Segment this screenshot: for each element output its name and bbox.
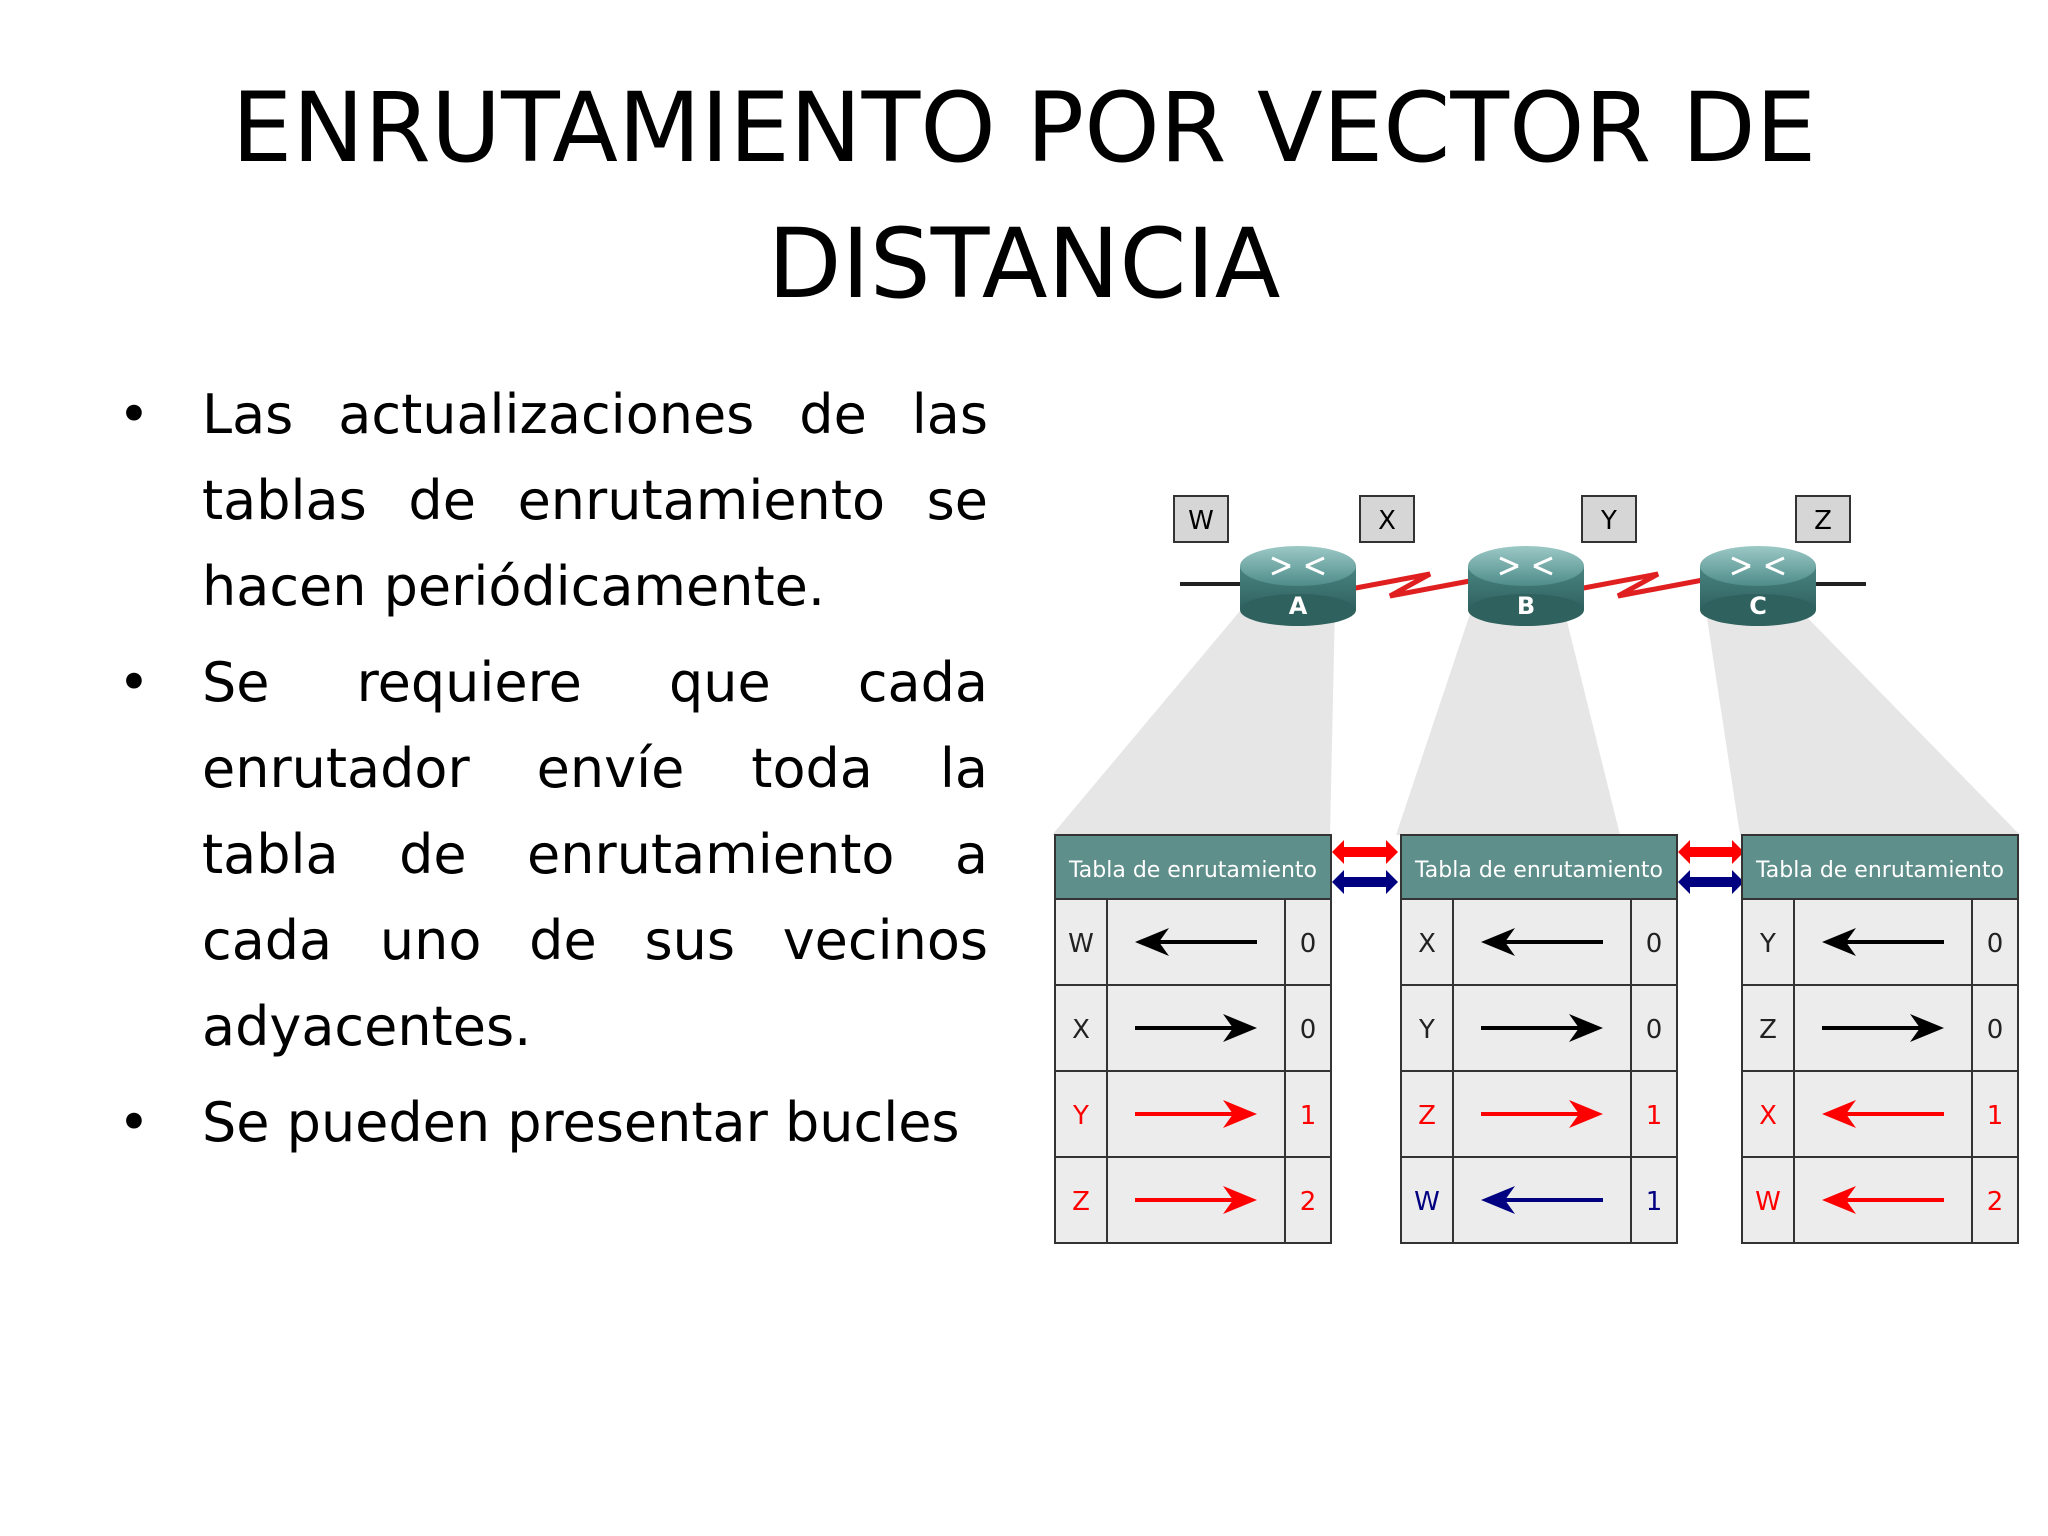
- projection-cones: [1052, 605, 2020, 835]
- bullet-list: Las actualizaciones de las tablas de enr…: [118, 372, 988, 1176]
- arrow-left-icon: [1822, 1100, 1944, 1128]
- table-header-label: Tabla de enrutamiento: [1414, 858, 1663, 883]
- router-c: C: [1700, 546, 1816, 626]
- table-header: [1400, 834, 1678, 900]
- arrow-left-icon: [1822, 928, 1944, 956]
- arrow-right-icon: [1135, 1014, 1257, 1042]
- svg-text:C: C: [1749, 592, 1767, 620]
- table-cell-metric: 2: [1300, 1187, 1317, 1217]
- table-cell-network: Z: [1759, 1015, 1777, 1045]
- arrow-right-icon: [1822, 1014, 1944, 1042]
- arrow-left-icon: [1481, 928, 1603, 956]
- svg-text:A: A: [1289, 592, 1308, 620]
- network-labels: W X Y Z: [1173, 495, 1851, 543]
- table-cell-metric: 0: [1987, 1015, 2004, 1045]
- table-cell-network: W: [1068, 929, 1094, 959]
- svg-text:B: B: [1517, 592, 1535, 620]
- table-cell-network: W: [1755, 1187, 1781, 1217]
- exchange-arrows: [1332, 840, 1744, 894]
- arrow-right-icon: [1481, 1014, 1603, 1042]
- table-cell-network: Z: [1418, 1101, 1436, 1131]
- network-label-x: X: [1359, 495, 1415, 543]
- network-label-y: Y: [1581, 495, 1637, 543]
- table-header-label: Tabla de enrutamiento: [1755, 858, 2004, 883]
- table-cell-network: Z: [1072, 1187, 1090, 1217]
- arrow-right-icon: [1135, 1100, 1257, 1128]
- table-cell-metric: 0: [1646, 929, 1663, 959]
- table-cell-network: Y: [1072, 1101, 1089, 1131]
- arrow-left-icon: [1481, 1186, 1603, 1214]
- arrow-left-icon: [1135, 928, 1257, 956]
- svg-text:Z: Z: [1814, 506, 1832, 536]
- network-label-z: Z: [1795, 495, 1851, 543]
- table-cell-metric: 0: [1300, 929, 1317, 959]
- table-cell-metric: 2: [1987, 1187, 2004, 1217]
- arrow-right-icon: [1135, 1186, 1257, 1214]
- table-header: [1741, 834, 2019, 900]
- network-label-w: W: [1173, 495, 1229, 543]
- table-cell-metric: 1: [1646, 1187, 1663, 1217]
- router-b: B: [1468, 546, 1584, 626]
- arrow-right-icon: [1481, 1100, 1603, 1128]
- routers: A B C: [1240, 546, 1816, 626]
- table-cell-network: X: [1759, 1101, 1777, 1131]
- table-cell-metric: 0: [1646, 1015, 1663, 1045]
- exchange-arrow-bc: [1678, 840, 1744, 894]
- exchange-arrow-ab: [1332, 840, 1398, 894]
- bullet-item-loops: Se pueden presentar bucles: [118, 1080, 988, 1166]
- router-b-icon: [1499, 556, 1553, 576]
- table-cell-metric: 1: [1646, 1101, 1663, 1131]
- table-cell-network: X: [1418, 929, 1436, 959]
- table-cell-metric: 1: [1987, 1101, 2004, 1131]
- svg-text:W: W: [1188, 506, 1214, 536]
- router-a: A: [1240, 546, 1356, 626]
- table-cell-network: W: [1414, 1187, 1440, 1217]
- arrow-left-icon: [1822, 1186, 1944, 1214]
- table-cell-metric: 1: [1300, 1101, 1317, 1131]
- table-cell-network: Y: [1759, 929, 1776, 959]
- bullet-item-full-table: Se requiere que cada enrutador envíe tod…: [118, 640, 988, 1070]
- router-c-icon: [1731, 556, 1785, 576]
- table-header-label: Tabla de enrutamiento: [1068, 858, 1317, 883]
- table-cell-metric: 0: [1300, 1015, 1317, 1045]
- svg-text:X: X: [1378, 506, 1396, 536]
- serial-links: [1344, 571, 1704, 599]
- bullet-item-updates: Las actualizaciones de las tablas de enr…: [118, 372, 988, 630]
- svg-text:Y: Y: [1600, 506, 1617, 536]
- table-cell-metric: 0: [1987, 929, 2004, 959]
- router-a-icon: [1271, 556, 1325, 576]
- table-cell-network: Y: [1418, 1015, 1435, 1045]
- table-cell-network: X: [1072, 1015, 1090, 1045]
- network-diagram: W X Y Z A: [1052, 495, 2020, 1244]
- table-header: [1054, 834, 1332, 900]
- slide-title: ENRUTAMIENTO POR VECTOR DE DISTANCIA: [231, 72, 1817, 320]
